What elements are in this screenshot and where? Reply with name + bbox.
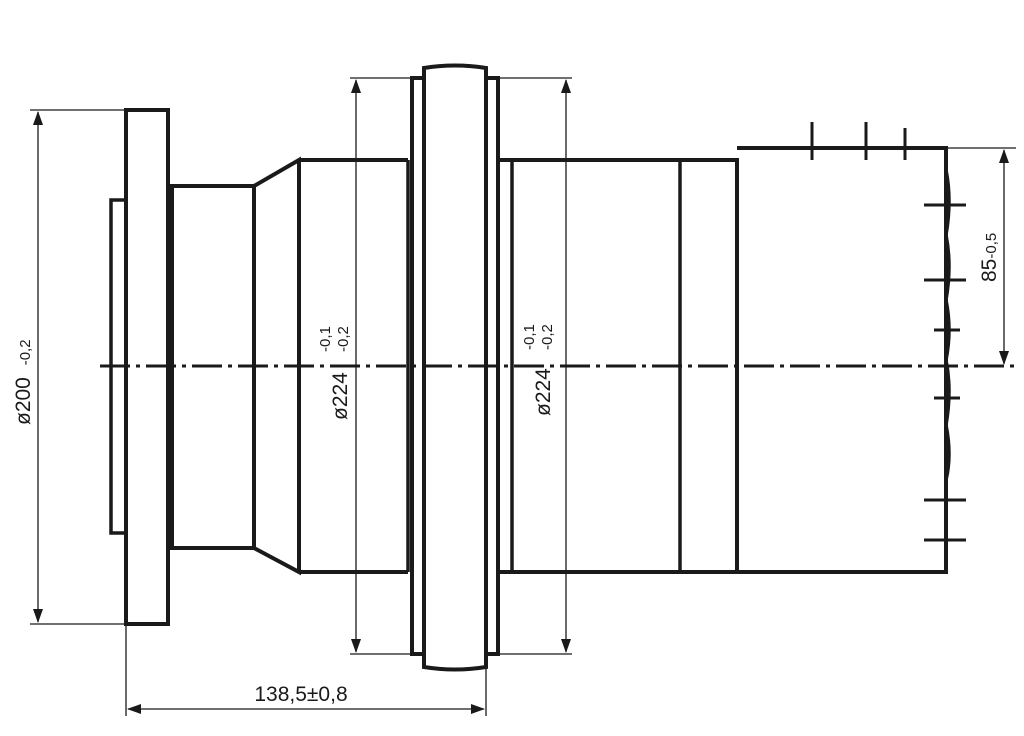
dimension-label-seat-right: ø224 (532, 368, 555, 416)
bolt-marks (810, 122, 966, 542)
dimension-label-flange-diameter: ø200 -0,2 (12, 339, 35, 425)
dimension-shaft-offset: 85-0,5 (946, 147, 1016, 365)
dimension-tolerance-lower-right: -0,2 (539, 324, 556, 350)
end-cap-profile (944, 169, 951, 481)
dimension-tolerance-upper-right: -0,1 (521, 324, 538, 350)
dimension-label-shaft-offset: 85-0,5 (978, 233, 1001, 282)
dimension-seat-diameter-right: ø224 -0,1 -0,2 (498, 77, 572, 655)
dimension-mounting-length: 138,5±0,8 (125, 624, 487, 716)
dimension-seat-diameter-left: ø224 -0,1 -0,2 (317, 77, 412, 655)
dimension-flange-diameter: ø200 -0,2 (12, 109, 126, 625)
dimension-tolerance-lower-left: -0,2 (335, 326, 352, 352)
end-cap (737, 146, 948, 574)
dimension-tolerance-upper-left: -0,1 (317, 326, 334, 352)
dimension-label-seat-left: ø224 (329, 372, 352, 420)
dimension-label-mounting-length: 138,5±0,8 (254, 683, 347, 706)
